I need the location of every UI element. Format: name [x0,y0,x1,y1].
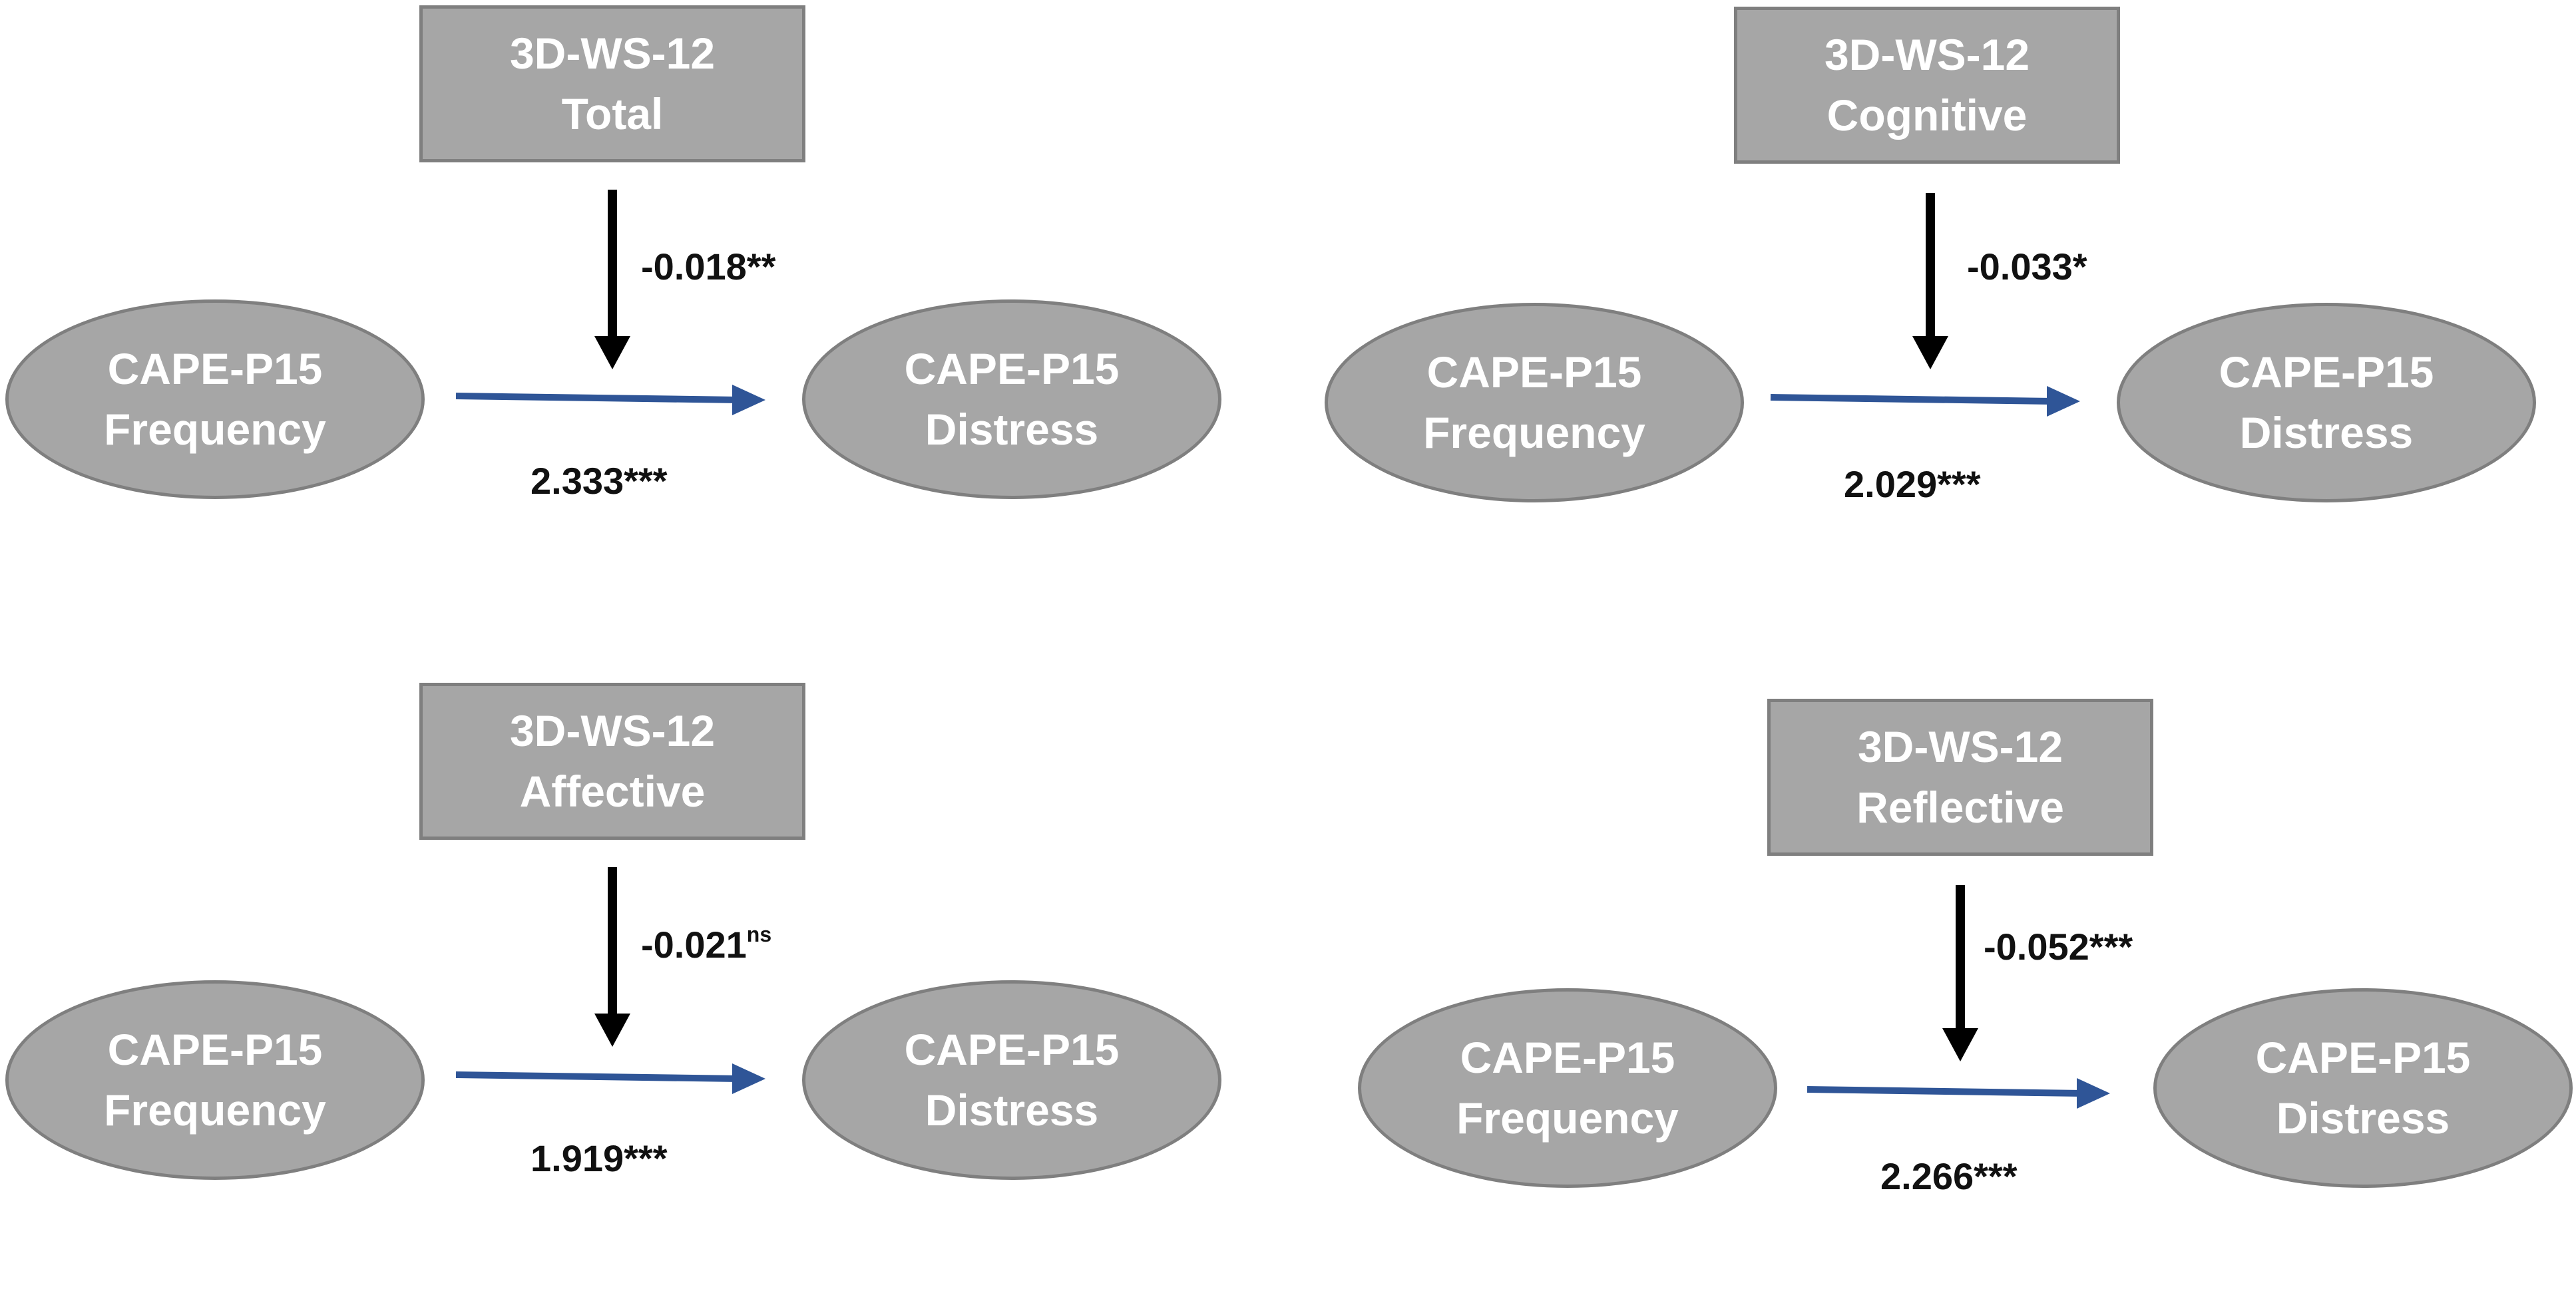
outcome-subscale: Distress [2239,408,2414,457]
path-coefficient: 2.333*** [531,460,668,502]
outcome-name: CAPE-P15 [904,1024,1120,1074]
predictor-subscale: Frequency [1456,1093,1679,1143]
path-arrow [1807,1086,2084,1097]
moderator-name: 3D-WS-12 [1857,721,2063,771]
predictor-name: CAPE-P15 [1426,347,1642,397]
predictor-subscale: Frequency [1423,408,1645,457]
arrow-layer [455,867,765,1094]
outcome-subscale: Distress [2276,1093,2450,1143]
path-arrow [455,1071,740,1082]
moderation-panel-reflective: 3D-WS-12 Reflective CAPE-P15 Frequency C… [1355,695,2576,1307]
path-coefficient: 1.919*** [531,1137,668,1179]
moderation-panel-total: 3D-WS-12 Total CAPE-P15 Frequency CAPE-P… [0,0,1288,612]
moderation-arrowhead [1912,336,1948,369]
path-coefficient: 2.266*** [1880,1155,2018,1197]
predictor-node: CAPE-P15 Frequency [1325,303,1744,502]
predictor-subscale: Frequency [104,1085,326,1135]
outcome-subscale: Distress [925,405,1099,454]
path-arrow [1770,394,2054,405]
moderation-arrowhead [1942,1028,1978,1061]
outcome-name: CAPE-P15 [904,343,1120,393]
path-coefficient: 2.029*** [1844,463,1981,505]
moderator-name: 3D-WS-12 [1824,29,2030,79]
outcome-name: CAPE-P15 [2219,347,2434,397]
predictor-subscale: Frequency [104,405,326,454]
arrow-layer [1807,885,2110,1109]
path-arrowhead [2077,1078,2110,1109]
predictor-name: CAPE-P15 [107,343,323,393]
moderation-arrowhead [594,336,630,369]
outcome-node: CAPE-P15 Distress [2117,303,2536,502]
moderation-significance: *** [2089,926,2133,968]
moderator-box: 3D-WS-12 Reflective [1767,699,2153,856]
moderator-name: 3D-WS-12 [509,28,716,78]
moderation-significance: ns [746,922,772,946]
moderator-subscale: Affective [519,767,706,816]
outcome-subscale: Distress [925,1085,1099,1135]
path-arrowhead [732,385,765,415]
predictor-node: CAPE-P15 Frequency [5,299,425,499]
moderation-significance: * [2072,246,2087,287]
moderator-box: 3D-WS-12 Total [419,5,805,162]
predictor-name: CAPE-P15 [1460,1032,1675,1082]
moderation-coefficient: -0.018** [641,245,775,288]
moderator-subscale: Reflective [1856,783,2064,832]
predictor-node: CAPE-P15 Frequency [1358,988,1777,1188]
path-arrow [455,393,740,403]
predictor-node: CAPE-P15 Frequency [5,980,425,1180]
moderation-coefficient: -0.021ns [641,922,771,966]
moderation-coefficient: -0.033* [1967,245,2087,288]
moderation-arrowhead [594,1014,630,1047]
outcome-name: CAPE-P15 [2255,1032,2471,1082]
outcome-node: CAPE-P15 Distress [802,299,1221,499]
moderation-value: -0.033 [1967,246,2073,287]
moderation-value: -0.021 [641,924,747,966]
path-arrowhead [732,1063,765,1094]
moderation-coefficient: -0.052*** [1984,925,2133,968]
moderation-significance: ** [746,246,776,287]
outcome-node: CAPE-P15 Distress [802,980,1221,1180]
moderation-panel-cognitive: 3D-WS-12 Cognitive CAPE-P15 Frequency CA… [1318,0,2576,612]
moderator-box: 3D-WS-12 Affective [419,683,805,840]
path-arrowhead [2047,386,2080,417]
moderator-box: 3D-WS-12 Cognitive [1734,7,2120,164]
moderation-panel-affective: 3D-WS-12 Affective CAPE-P15 Frequency CA… [0,677,1288,1289]
arrow-layer [455,190,765,415]
arrow-layer [1770,193,2080,417]
moderator-subscale: Total [561,89,664,138]
moderation-value: -0.018 [641,246,747,287]
predictor-name: CAPE-P15 [107,1024,323,1074]
outcome-node: CAPE-P15 Distress [2153,988,2573,1188]
moderator-name: 3D-WS-12 [509,705,716,755]
moderation-value: -0.052 [1984,926,2089,968]
moderator-subscale: Cognitive [1826,91,2028,140]
